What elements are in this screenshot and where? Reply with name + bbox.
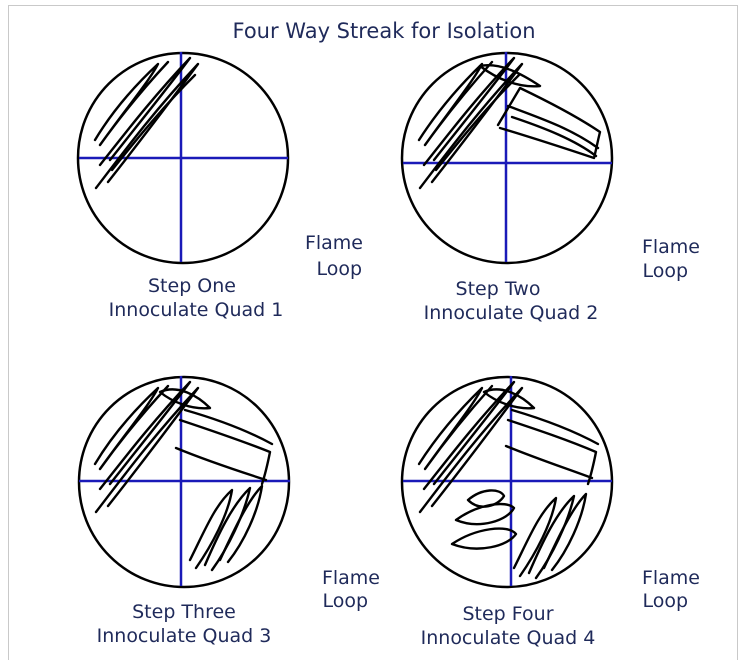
diagram-title: Four Way Streak for Isolation (232, 19, 535, 43)
action-label-1: Innoculate Quad 1 (109, 299, 284, 321)
plate-step-four (402, 376, 612, 587)
loop-label-1: Loop (316, 258, 362, 280)
step-label-3: Step Three (132, 601, 236, 623)
flame-label-1: Flame (305, 232, 363, 254)
action-label-3: Innoculate Quad 3 (97, 625, 272, 647)
step-label-4: Step Four (462, 603, 553, 625)
step-label-2: Step Two (456, 278, 541, 300)
loop-label-4: Loop (642, 590, 688, 612)
plate-step-three (79, 376, 290, 587)
streak-quad-4 (452, 490, 516, 548)
streak-quad-3 (190, 486, 262, 570)
flame-label-2: Flame (642, 236, 700, 258)
action-label-4: Innoculate Quad 4 (421, 627, 596, 649)
step-label-1: Step One (148, 275, 236, 297)
streak-quad-1 (95, 382, 198, 512)
plate-step-two (402, 52, 612, 263)
streak-quad-1 (95, 58, 198, 188)
streak-quad-2 (484, 389, 598, 484)
loop-label-3: Loop (322, 590, 368, 612)
loop-label-2: Loop (642, 260, 688, 282)
action-label-2: Innoculate Quad 2 (424, 302, 599, 324)
plate-step-one (78, 52, 288, 263)
flame-label-4: Flame (642, 567, 700, 589)
flame-label-3: Flame (322, 567, 380, 589)
streak-quad-3 (514, 494, 586, 578)
